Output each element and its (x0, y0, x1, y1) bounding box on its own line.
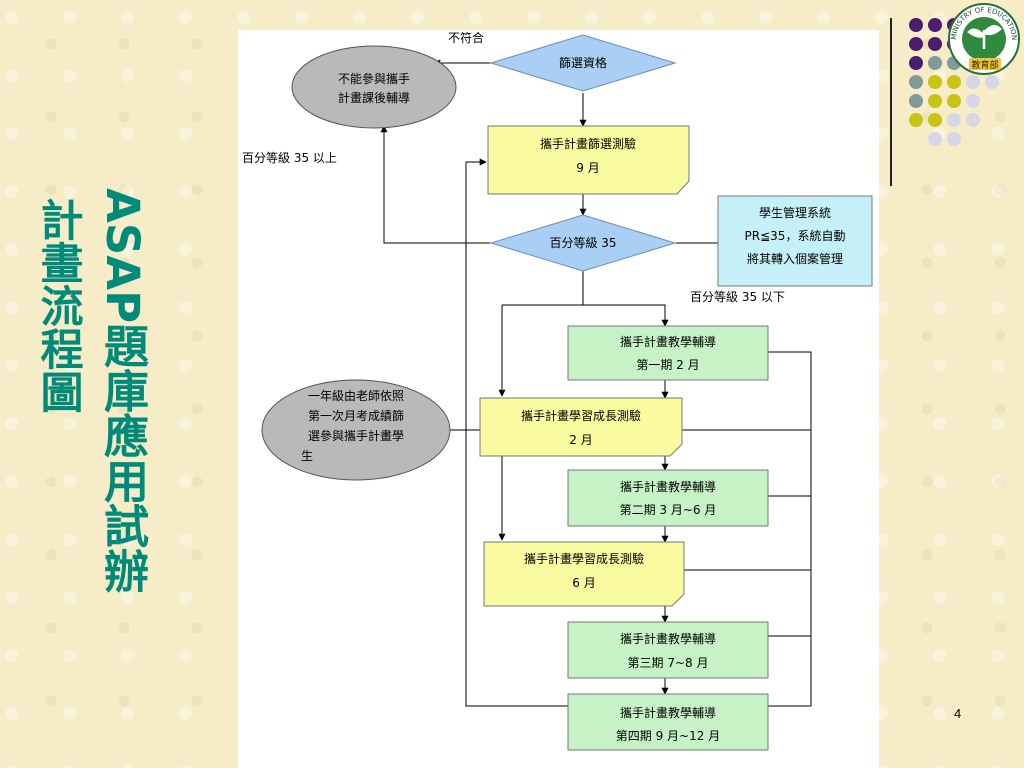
divider-line (890, 18, 892, 186)
grade1-line1: 一年級由老師依照 (308, 388, 404, 403)
decorative-dot (928, 18, 942, 32)
decorative-dot (947, 113, 961, 127)
decorative-dot (928, 75, 942, 89)
screen-diamond (489, 34, 677, 92)
ministry-of-education-logo: MINISTRY OF EDUCATION 教育部 (948, 3, 1020, 75)
right-return-line (768, 351, 812, 707)
teach2-line1: 攜手計畫教學輔導 (620, 479, 716, 494)
grade1-line2: 第一次月考成績篩 (308, 408, 404, 423)
decorative-dot (909, 94, 923, 108)
grade1-line4: 生 (301, 449, 313, 463)
decorative-dot (928, 37, 942, 51)
teach3-box (567, 621, 769, 679)
decorative-dot (928, 94, 942, 108)
decorative-dot (909, 18, 923, 32)
grade1-line3: 選參與攜手計畫學 (308, 428, 404, 443)
page-number: 4 (954, 706, 962, 721)
screen-test-line1: 攜手計畫篩選測驗 (540, 136, 636, 151)
decorative-dot (947, 94, 961, 108)
teach1-line1: 攜手計畫教學輔導 (620, 334, 716, 349)
teach2-line2: 第二期 3 月~6 月 (620, 503, 717, 517)
student-mgmt-line1: 學生管理系統 (759, 205, 831, 220)
screen-test-box (487, 125, 690, 195)
decorative-dot (966, 75, 980, 89)
exit-ellipse (291, 45, 457, 129)
arrow-pr-below (502, 304, 669, 327)
student-mgmt-line3: 將其轉入個案管理 (747, 251, 843, 266)
not-qualified-label: 不符合 (448, 30, 484, 45)
decorative-dot (966, 94, 980, 108)
decorative-dot (909, 75, 923, 89)
arrow-pr-above (380, 125, 491, 244)
pr-diamond (489, 214, 677, 272)
decorative-dot (909, 56, 923, 70)
decorative-dot (985, 75, 999, 89)
teach4-line1: 攜手計畫教學輔導 (620, 705, 716, 720)
slide-title: ASAP題庫應用試辦 (96, 188, 149, 594)
flowchart-diagram: 不符合 篩選資格 不能參與攜手 計畫課後輔導 攜手計畫篩選測驗 9 月 百分等級… (242, 30, 873, 751)
teach1-box (567, 325, 769, 381)
decorative-dot (909, 113, 923, 127)
teach4-box (567, 693, 769, 751)
decorative-dot (928, 56, 942, 70)
pr-below-label: 百分等級 35 以下 (690, 290, 785, 304)
exit-ellipse-line2: 計畫課後輔導 (338, 90, 410, 105)
growth-test1-line2: 2 月 (569, 433, 592, 447)
logo-label: 教育部 (971, 59, 998, 71)
teach3-line2: 第三期 7~8 月 (628, 656, 709, 670)
screen-test-line2: 9 月 (576, 161, 599, 175)
teach4-line2: 第四期 9 月~12 月 (616, 729, 720, 743)
decorative-dot (928, 113, 942, 127)
pr-diamond-text: 百分等級 35 (549, 236, 616, 250)
growth-test2-line2: 6 月 (572, 576, 595, 590)
pr-above-label: 百分等級 35 以上 (242, 151, 337, 165)
decorative-dot (909, 37, 923, 51)
student-mgmt-box (717, 195, 873, 287)
grade1-ellipse (261, 379, 451, 481)
decorative-dot (947, 75, 961, 89)
teach3-line1: 攜手計畫教學輔導 (620, 631, 716, 646)
slide-subtitle: 計畫流程圖 (33, 198, 83, 413)
decorative-dot (966, 113, 980, 127)
decorative-dot (947, 132, 961, 146)
decorative-dot (928, 132, 942, 146)
growth-test2-line1: 攜手計畫學習成長測驗 (524, 551, 644, 566)
exit-ellipse-line1: 不能參與攜手 (338, 71, 410, 86)
growth-test1-box (479, 397, 683, 457)
flowchart-panel: 不符合 篩選資格 不能參與攜手 計畫課後輔導 攜手計畫篩選測驗 9 月 百分等級… (238, 30, 879, 768)
student-mgmt-line2: PR≦35，系統自動 (745, 229, 846, 243)
teach2-box (567, 469, 769, 527)
growth-test1-line1: 攜手計畫學習成長測驗 (521, 408, 641, 423)
screen-diamond-text: 篩選資格 (559, 55, 607, 70)
growth-test2-box (483, 541, 685, 607)
loop-back-line (465, 158, 568, 707)
teach1-line2: 第一期 2 月 (636, 358, 699, 372)
